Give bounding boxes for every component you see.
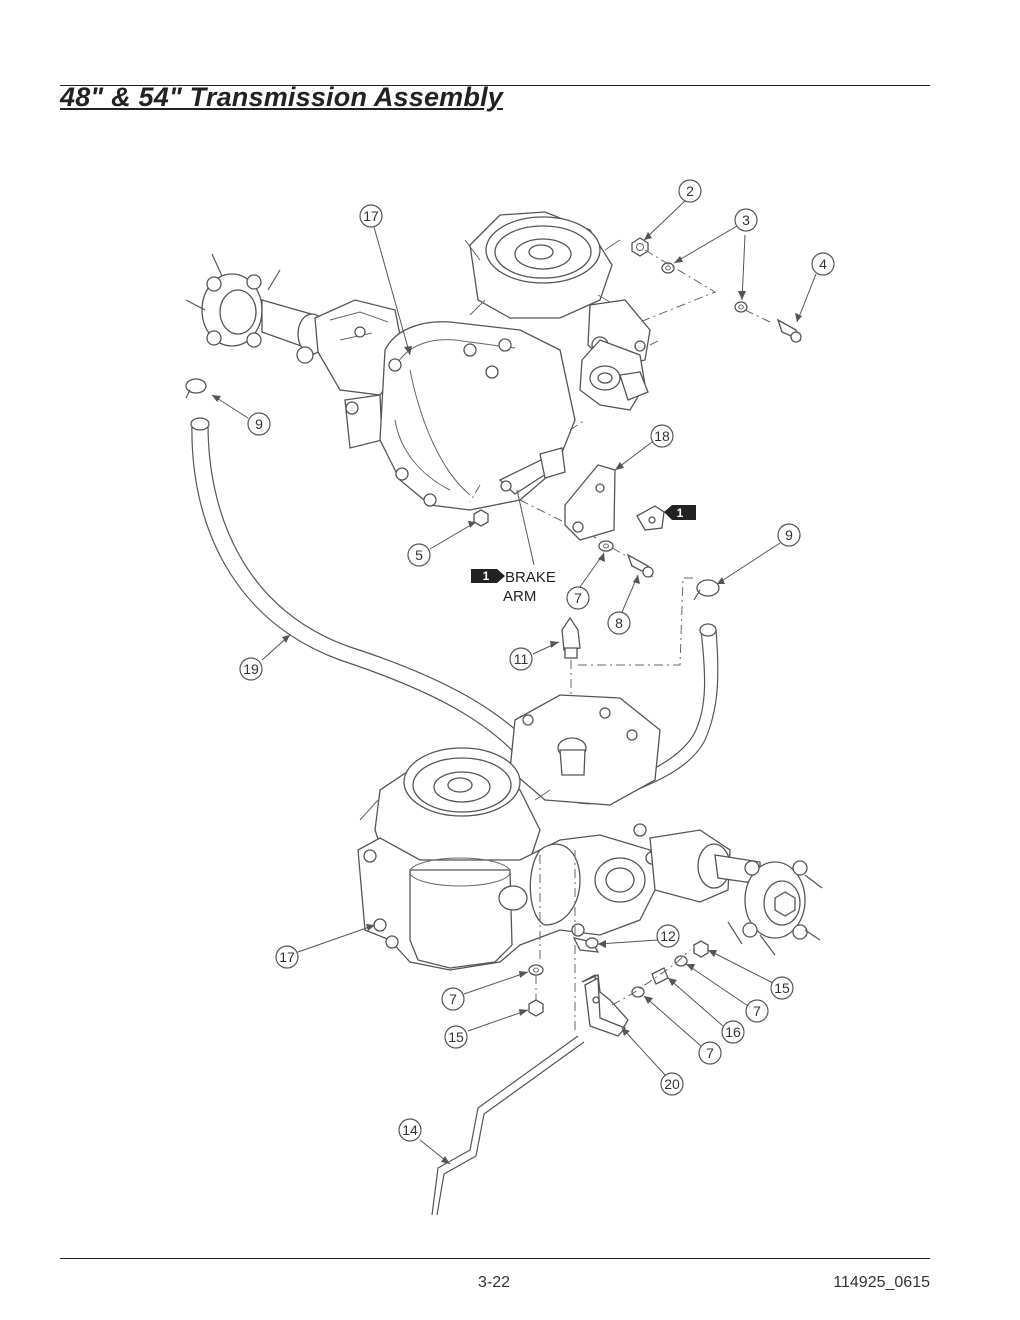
svg-text:5: 5 xyxy=(415,547,423,563)
callout-19: 19 xyxy=(239,657,263,681)
document-code: 114925_0615 xyxy=(833,1274,930,1291)
svg-text:1: 1 xyxy=(483,569,490,583)
control-rod xyxy=(431,1035,585,1216)
callout-17-lower: 17 xyxy=(275,945,299,969)
brake-arm-tag: 1 BRAKE ARM xyxy=(471,569,556,605)
svg-text:ARM: ARM xyxy=(503,588,536,605)
callout-12: 12 xyxy=(656,924,680,948)
svg-text:7: 7 xyxy=(706,1045,714,1061)
svg-text:7: 7 xyxy=(449,991,457,1007)
svg-text:7: 7 xyxy=(753,1003,761,1019)
svg-text:7: 7 xyxy=(574,590,582,606)
svg-text:4: 4 xyxy=(819,256,827,272)
callout-15-left: 15 xyxy=(444,1025,468,1049)
svg-text:1: 1 xyxy=(677,506,684,520)
header-rule xyxy=(60,85,930,86)
svg-text:12: 12 xyxy=(660,928,676,944)
callout-7-bottom: 7 xyxy=(698,1041,722,1065)
callout-7-right: 7 xyxy=(745,999,769,1023)
svg-text:18: 18 xyxy=(654,428,670,444)
callout-8: 8 xyxy=(607,611,631,635)
callout-15-right: 15 xyxy=(770,976,794,1000)
callout-4: 4 xyxy=(811,252,835,276)
leader-lines xyxy=(211,198,817,1165)
svg-text:17: 17 xyxy=(363,208,379,224)
callout-14: 14 xyxy=(398,1118,422,1142)
svg-text:9: 9 xyxy=(785,527,793,543)
svg-text:16: 16 xyxy=(725,1024,741,1040)
svg-text:3: 3 xyxy=(742,212,750,228)
svg-text:17: 17 xyxy=(279,949,295,965)
callout-2: 2 xyxy=(678,179,702,203)
callout-5: 5 xyxy=(407,543,431,567)
callout-7-upper: 7 xyxy=(566,586,590,610)
svg-text:14: 14 xyxy=(402,1122,418,1138)
callout-3: 3 xyxy=(734,208,758,232)
svg-text:2: 2 xyxy=(686,183,694,199)
fittings xyxy=(185,378,720,740)
upper-transmission xyxy=(185,211,651,541)
page-number: 3-22 xyxy=(478,1274,511,1291)
lower-hardware xyxy=(528,937,709,1037)
callout-18: 18 xyxy=(650,424,674,448)
svg-text:BRAKE: BRAKE xyxy=(505,569,556,586)
callout-17-upper: 17 xyxy=(359,204,383,228)
svg-text:15: 15 xyxy=(774,980,790,996)
footer-rule xyxy=(60,1258,930,1259)
svg-text:9: 9 xyxy=(255,416,263,432)
callout-9-right: 9 xyxy=(777,523,801,547)
svg-text:8: 8 xyxy=(615,615,623,631)
note-badge: 1 xyxy=(664,505,696,520)
callout-16: 16 xyxy=(721,1020,745,1044)
svg-text:20: 20 xyxy=(664,1076,680,1092)
callout-7-left: 7 xyxy=(441,987,465,1011)
svg-text:11: 11 xyxy=(514,651,529,667)
page-title: 48" & 54" Transmission Assembly xyxy=(60,82,503,112)
upper-hardware xyxy=(473,237,802,578)
lower-transmission xyxy=(357,694,823,1030)
callout-9-left: 9 xyxy=(247,412,271,436)
svg-text:15: 15 xyxy=(448,1029,464,1045)
callout-20: 20 xyxy=(660,1072,684,1096)
callout-11: 11 xyxy=(509,647,533,671)
svg-text:19: 19 xyxy=(243,661,259,677)
